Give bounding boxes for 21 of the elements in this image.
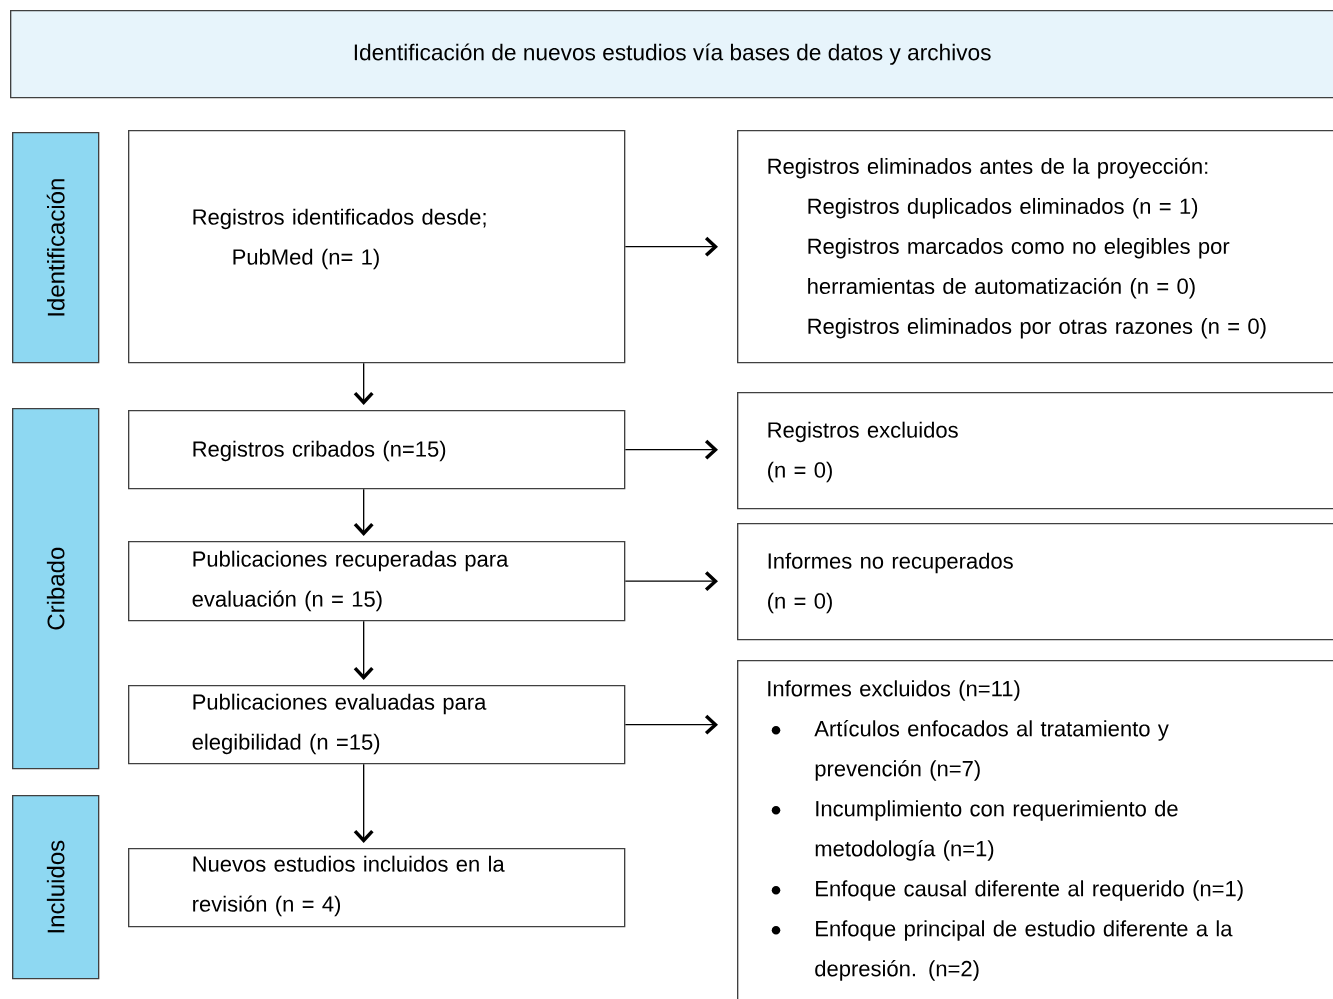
process-box: Informes no recuperados (n = 0) [737,523,1333,641]
title-banner: Identificación de nuevos estudios vía bases de datos y archivos [10,10,1333,99]
arrow [353,620,374,680]
process-box: Nuevos estudios incluidos en la revisión (n = 4) [128,848,626,928]
process-box: Registros excluidos (n = 0) [737,392,1333,510]
arrow [624,714,718,735]
arrow [624,571,718,592]
stage-band: Cribado [12,408,100,770]
stage-band: Incluidos [12,795,100,980]
process-box: Publicaciones recuperadas para evaluación (n = 15) [128,541,626,622]
stage-band: Identificación [12,132,100,364]
arrow [624,439,718,460]
arrow [624,236,718,257]
arrow [353,362,374,405]
process-box: Publicaciones evaluadas para elegibilidad (n =15) [128,685,626,765]
arrow [353,488,374,536]
process-box: Informes excluidos (n=11) Artículos enfocados al tratamiento y prevención (n=7) Incumplimiento con requerimiento de metodología (n=1) Enfoque causal diferente al requerido (n=1) Enfoque principal de estudio diferente a la depresión. (n=2) [737,660,1333,999]
arrow [353,763,374,843]
process-box: Registros cribados (n=15) [128,410,626,490]
process-box: Registros eliminados antes de la proyección: Registros duplicados eliminados (n = 1) Registros marcados como no elegibles por herramientas de automatización (n = 0) Registros eliminados por otras razones (n = 0) [737,130,1333,364]
process-box: Registros identificados desde; PubMed (n= 1) [128,130,626,364]
